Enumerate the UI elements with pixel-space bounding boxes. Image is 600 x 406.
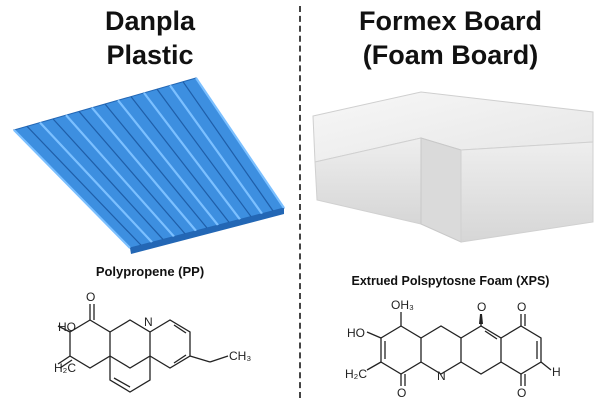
corrugation-ridge	[182, 81, 274, 212]
right-ho-label: HO	[347, 326, 365, 340]
right-h2c-label: H₂C	[345, 367, 367, 381]
corrugation-ridge	[91, 107, 197, 232]
left-chemical-structure: HO O N H₂C CH₃	[54, 290, 251, 393]
right-o-label-3: O	[517, 300, 526, 314]
corrugation-ridge	[39, 121, 153, 244]
right-title-line1: Formex Board	[358, 6, 543, 36]
corrugation-ridge	[143, 92, 241, 221]
left-o-label: O	[86, 290, 95, 304]
left-n-label: N	[144, 315, 153, 329]
right-oh3-label: OH₃	[391, 298, 414, 312]
right-chemical-structure: OH₃ HO H₂C O N O O O H	[345, 298, 561, 400]
corrugation-ridge	[52, 118, 164, 240]
left-title-line1: Danpla	[104, 6, 196, 36]
corrugation-ridge	[156, 88, 252, 217]
corrugation-ridge	[169, 84, 263, 215]
right-title-line2: (Foam Board)	[362, 40, 539, 70]
left-h2c-label: H₂C	[54, 361, 76, 375]
corrugated-sheet-image	[13, 77, 285, 254]
corrugation-ridge	[78, 111, 186, 235]
left-title-line2: Plastic	[106, 40, 194, 70]
left-material-label: Polypropene (PP)	[95, 264, 205, 279]
corrugation-ridge	[195, 77, 285, 209]
right-title: Formex Board (Foam Board)	[301, 4, 600, 72]
corrugation-ridge	[13, 129, 131, 249]
corrugation-ridge	[104, 103, 208, 229]
left-panel: Danpla Plastic Polypropene (PP)	[0, 0, 300, 400]
right-material-label: Extrued Polspytosne Foam (XPS)	[351, 274, 550, 288]
foam-board-image	[312, 91, 594, 243]
corrugation-ridge	[130, 96, 230, 223]
corrugation-ridge	[65, 114, 175, 238]
right-h-label: H	[552, 365, 561, 379]
corrugation-ridge	[117, 99, 219, 226]
left-title: Danpla Plastic	[0, 4, 300, 72]
right-o-label-1: O	[397, 386, 406, 400]
right-o-label-4: O	[517, 386, 526, 400]
corrugation-ridge	[26, 125, 142, 246]
right-n-label: N	[437, 369, 446, 383]
left-ho-label: HO	[58, 320, 76, 334]
center-divider	[299, 6, 301, 398]
left-ch3-label: CH₃	[229, 349, 251, 363]
right-o-label-2: O	[477, 300, 486, 314]
right-panel: Formex Board (Foam Board) Extrued Polspy…	[301, 0, 600, 400]
